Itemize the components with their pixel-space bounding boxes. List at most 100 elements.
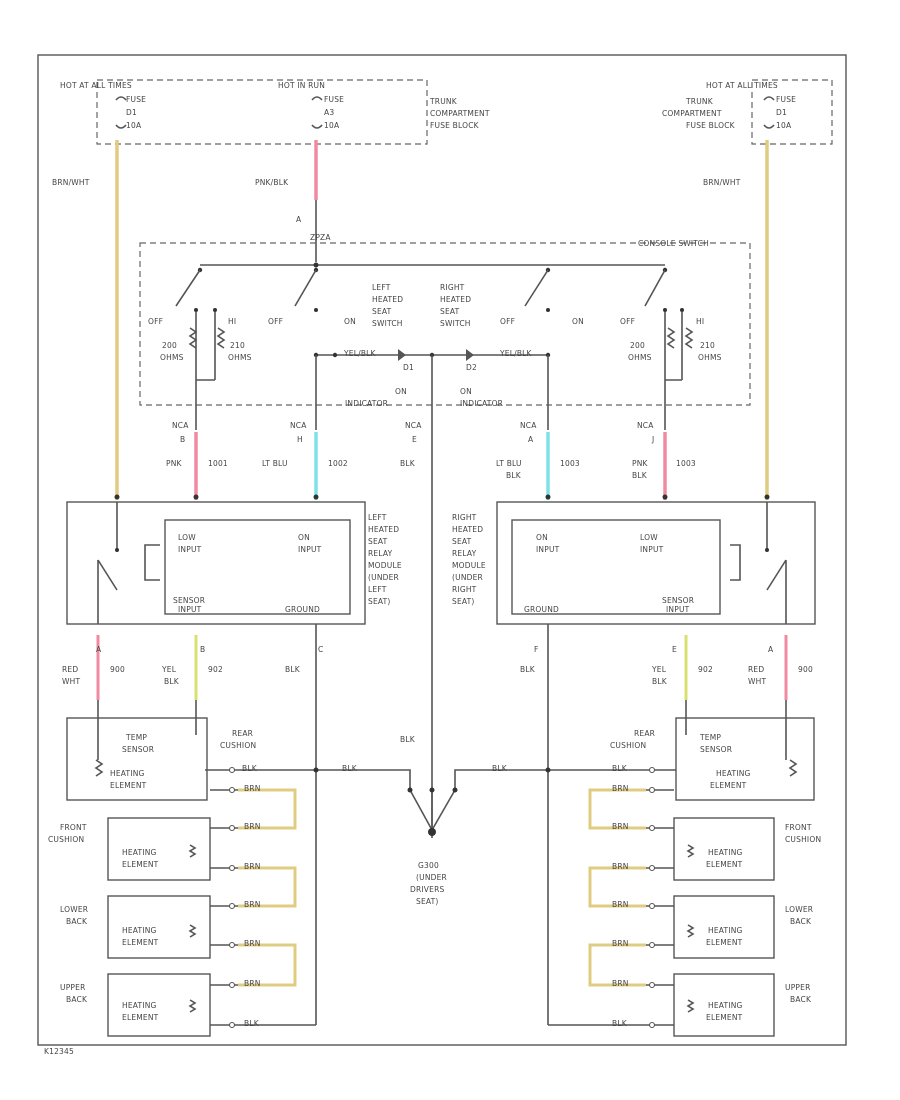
indicator-diode-icon	[398, 349, 474, 361]
relay-input-label: ON	[536, 533, 548, 542]
right-switch-name: RIGHT	[440, 283, 465, 292]
wire-color-label: BRN	[612, 900, 629, 909]
left-upper-back-box	[107, 973, 211, 1037]
connector-label: NCA	[172, 421, 189, 430]
relay-name: (UNDER	[452, 573, 483, 582]
right-switch-name: SWITCH	[440, 319, 471, 328]
rear-cushion-bus	[205, 769, 676, 790]
element-leads	[548, 789, 674, 1026]
left-relay-module: LOW INPUT ON INPUT SENSOR INPUT GROUND L…	[66, 501, 402, 625]
right-lower-back-box	[673, 895, 775, 959]
wire-color-label: LT BLU	[496, 459, 522, 468]
relay-name: LEFT	[368, 585, 387, 594]
relay-name: HEATED	[452, 525, 483, 534]
right-front-cushion-box	[673, 817, 775, 881]
right-relay-module: ON INPUT LOW INPUT SENSOR INPUT GROUND R…	[452, 501, 816, 625]
wire-color-label: BLK	[506, 471, 522, 480]
wire-color-label: BLK	[492, 764, 508, 773]
element-name: FRONT	[785, 823, 812, 832]
wire-color-label: BRN	[612, 979, 629, 988]
relay-input-label: INPUT	[536, 545, 560, 554]
wire-color-label: BLK	[164, 677, 180, 686]
relay-name: RELAY	[368, 549, 393, 558]
wire-color-label: YEL	[161, 665, 177, 674]
wire-color-label: RED	[748, 665, 764, 674]
fuse-number: A3	[324, 108, 334, 117]
wire-color-label: BLK	[612, 764, 628, 773]
relay-sensor-label: INPUT	[666, 605, 690, 614]
connector-pin: A	[296, 215, 302, 224]
center-power-label: HOT IN RUN	[278, 81, 325, 90]
temp-sensor-label: TEMP	[699, 733, 721, 742]
wire-color-label: BRN	[244, 900, 261, 909]
ohms-unit: OHMS	[228, 353, 252, 362]
wire-circuit-number: 1001	[208, 459, 228, 468]
diode-label: D1	[403, 363, 414, 372]
relay-name: MODULE	[368, 561, 402, 570]
pin-label: B	[200, 645, 205, 654]
fuse-label: FUSE	[324, 95, 344, 104]
connector-label: NCA	[637, 421, 654, 430]
wire-color-label: BLK	[400, 735, 416, 744]
ground-label: DRIVERS	[410, 885, 444, 894]
indicator-label: INDICATOR	[345, 399, 388, 408]
resistor-icon	[666, 327, 676, 349]
left-fuse-block: HOT AT ALL TIMES HOT IN RUN FUSE D1 10A …	[60, 79, 490, 145]
wire-color-label: BLK	[285, 665, 301, 674]
element-name: BACK	[790, 995, 812, 1004]
left-switch-name: SWITCH	[372, 319, 403, 328]
left-heating-elements: FRONT CUSHION LOWER BACK UPPER BACK HEAT…	[48, 784, 316, 1037]
fuse-label: FUSE	[126, 95, 146, 104]
wire-color-label: WHT	[62, 677, 80, 686]
off-label: OFF	[268, 317, 283, 326]
pin-label: H	[297, 435, 303, 444]
left-switch-name: HEATED	[372, 295, 403, 304]
left-lower-back-box	[107, 895, 211, 959]
wire-color-label: BRN	[244, 862, 261, 871]
wire-color-label: BLK	[342, 764, 358, 773]
element-leads	[210, 789, 316, 1026]
relay-input-label: LOW	[178, 533, 196, 542]
fuse-block-label: FUSE BLOCK	[686, 121, 736, 130]
heating-element-label: ELEMENT	[710, 781, 747, 790]
wire-color-label: BRN	[244, 939, 261, 948]
console-switch-title: CONSOLE SWITCH	[638, 239, 709, 248]
left-feed-label: BRN/WHT	[52, 178, 90, 187]
jumper-wire	[588, 866, 646, 908]
wire-color-label: LT BLU	[262, 459, 288, 468]
center-feed-label: PNK/BLK	[255, 178, 289, 187]
pin-label: A	[768, 645, 774, 654]
left-front-cushion-box	[107, 817, 211, 881]
fuse-rating: 10A	[324, 121, 340, 130]
console-switch: CONSOLE SWITCH OFF HI OFF ON OFF ON OFF …	[139, 239, 751, 408]
relay-name: RIGHT	[452, 585, 477, 594]
right-upper-back-box	[673, 973, 775, 1037]
element-name: BACK	[66, 917, 88, 926]
jumper-wire	[588, 943, 646, 987]
heating-element-label: ELEMENT	[706, 1013, 743, 1022]
ohms-unit: OHMS	[628, 353, 652, 362]
wire-color-label: BRN	[244, 822, 261, 831]
pin-label: C	[318, 645, 323, 654]
wire-circuit-number: 1003	[676, 459, 696, 468]
pin-label: F	[534, 645, 539, 654]
left-switch-name: LEFT	[372, 283, 391, 292]
wire-circuit-number: 900	[110, 665, 125, 674]
pin-label: E	[672, 645, 677, 654]
relay-name: RELAY	[452, 549, 477, 558]
jumper-wire	[238, 943, 297, 987]
wire-color-label: PNK	[632, 459, 649, 468]
diagram-frame	[37, 54, 847, 1046]
element-name: BACK	[790, 917, 812, 926]
fuse-number: D1	[776, 108, 787, 117]
heating-element-label: HEATING	[122, 848, 157, 857]
ohms-value: 210	[700, 341, 715, 350]
fuse-rating: 10A	[126, 121, 142, 130]
relay-name: LEFT	[368, 513, 387, 522]
pin-label: A	[528, 435, 534, 444]
ohms-value: 210	[230, 341, 245, 350]
indicator-label: ON	[460, 387, 472, 396]
temp-sensor-label: SENSOR	[700, 745, 732, 754]
fuse-block-label: TRUNK	[685, 97, 714, 106]
relay-name: SEAT	[452, 537, 472, 546]
